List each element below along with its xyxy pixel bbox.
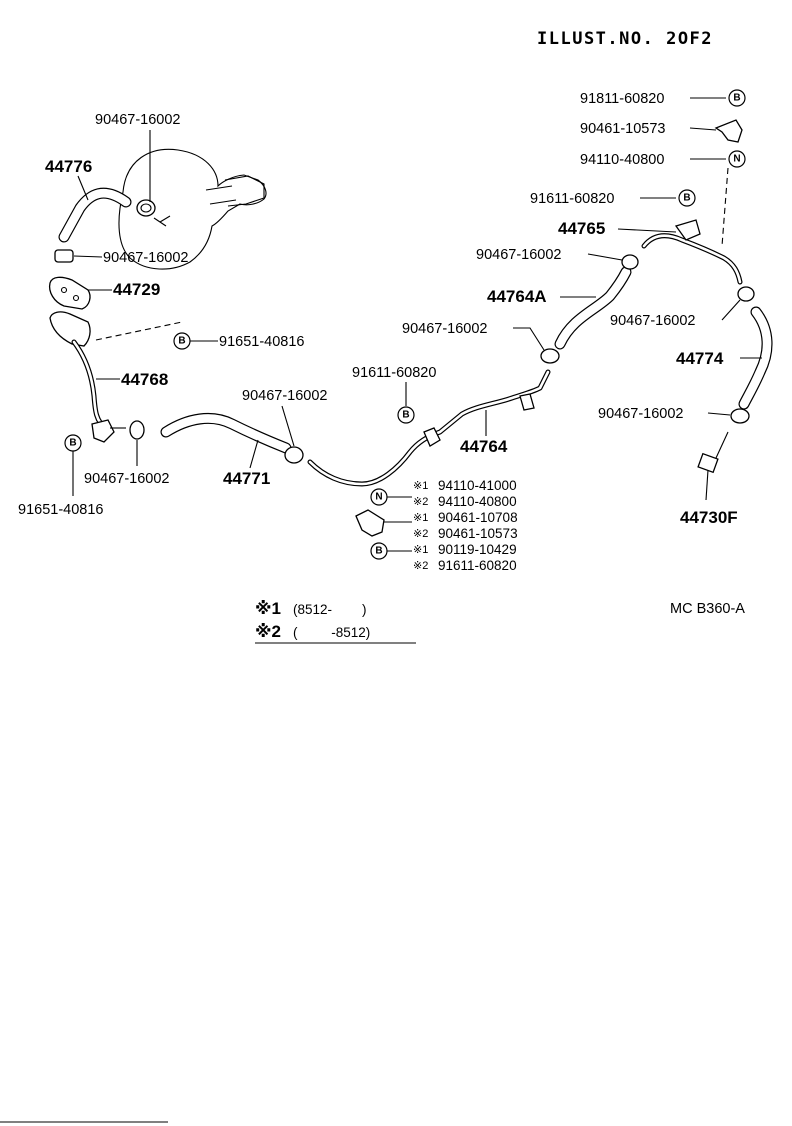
label-90461-10573: 90461-10573	[580, 121, 665, 137]
clamp-lower-left	[54, 249, 74, 263]
leader	[73, 255, 103, 258]
hose-44774	[738, 306, 773, 410]
label-44774: 44774	[676, 349, 724, 368]
label-91651-40816-a: 91651-40816	[219, 334, 304, 350]
hose-44776	[58, 187, 132, 243]
assembly-line-right	[721, 167, 729, 247]
label-44776: 44776	[45, 157, 92, 176]
label-91651-40816-b: 91651-40816	[18, 502, 103, 518]
leader	[721, 299, 741, 321]
svg-text:B: B	[375, 546, 382, 557]
svg-text:B: B	[402, 410, 409, 421]
variant-90461-10573: 90461-10573	[438, 526, 518, 541]
svg-text:B: B	[69, 438, 76, 449]
hose-44771	[160, 413, 292, 454]
bolt-symbol: B	[370, 542, 388, 560]
variant-mark-2: ※2	[413, 528, 428, 540]
clamp-44774-bottom	[730, 408, 750, 424]
variant-mark-1: ※1	[413, 480, 428, 492]
clip-90461-top	[714, 119, 743, 143]
svg-text:B: B	[733, 93, 740, 104]
label-90467-16002-d: 90467-16002	[598, 406, 683, 422]
clamp-44774-top	[737, 286, 755, 302]
label-91811-60820: 91811-60820	[580, 91, 664, 107]
bolt-symbol: B	[678, 189, 696, 207]
legend-text-2: ( -8512)	[293, 625, 370, 640]
bolt-symbol: B	[173, 332, 191, 350]
svg-text:B: B	[178, 336, 185, 347]
leader	[513, 327, 545, 351]
valve-44730F	[697, 431, 729, 501]
variant-mark-2: ※2	[413, 560, 428, 572]
bracket-44729	[48, 276, 91, 310]
legend-mark-1: ※1	[255, 599, 281, 618]
diagram-code: MC B360-A	[670, 601, 745, 617]
legend: ※1 (8512- ) ※2 ( -8512)	[255, 599, 416, 644]
variant-90119-10429: 90119-10429	[438, 542, 517, 557]
leader	[689, 127, 717, 131]
legend-text-1: (8512- )	[293, 602, 367, 617]
assembly-line-left	[95, 321, 183, 341]
label-91611-60820-center: 91611-60820	[352, 365, 436, 381]
label-90467-16002-a: 90467-16002	[476, 247, 561, 263]
vacuum-tank-drawing	[118, 148, 267, 270]
label-44768: 44768	[121, 370, 168, 389]
hose-44764A	[554, 266, 632, 350]
leader	[587, 253, 623, 261]
pipe-44768	[49, 311, 126, 443]
clip-symbol	[355, 509, 385, 537]
clamp-44771	[284, 446, 304, 464]
label-90467-16002-g: 90467-16002	[242, 388, 327, 404]
label-44764: 44764	[460, 437, 508, 456]
bolt-symbol: B	[728, 89, 746, 107]
nut-symbol: N	[370, 488, 388, 506]
clamp-44768	[129, 420, 145, 440]
bolt-symbol: B	[64, 434, 82, 452]
pipe-44765	[641, 219, 743, 285]
leader	[77, 175, 89, 201]
variant-table: ※1 94110-41000 N ※2 94110-40800 ※1 90461…	[355, 478, 518, 573]
svg-text:N: N	[375, 492, 382, 503]
label-90467-16002-f: 90467-16002	[84, 471, 169, 487]
illustration-number: ILLUST.NO. 2OF2	[537, 29, 713, 49]
nut-symbol: N	[728, 150, 746, 168]
svg-text:B: B	[683, 193, 690, 204]
bolt-symbol: B	[397, 406, 415, 424]
pipe-44764	[307, 369, 551, 487]
label-44730F: 44730F	[680, 508, 738, 527]
leader	[707, 412, 731, 416]
leader	[281, 405, 295, 447]
label-90467-16002-top-left: 90467-16002	[95, 112, 180, 128]
clamp-tank	[136, 199, 156, 217]
svg-text:N: N	[733, 154, 740, 165]
label-91611-60820-mid: 91611-60820	[530, 191, 614, 207]
clamp-44764A-bottom	[540, 348, 560, 364]
variant-94110-41000: 94110-41000	[438, 478, 517, 493]
label-44771: 44771	[223, 469, 270, 488]
label-90467-16002-b: 90467-16002	[402, 321, 487, 337]
label-94110-40800: 94110-40800	[580, 152, 664, 168]
label-44764A: 44764A	[487, 287, 547, 306]
variant-91611-60820: 91611-60820	[438, 558, 517, 573]
label-44765: 44765	[558, 219, 605, 238]
variant-mark-2: ※2	[413, 496, 428, 508]
leader	[249, 439, 259, 469]
variant-mark-1: ※1	[413, 544, 428, 556]
variant-94110-40800: 94110-40800	[438, 494, 517, 509]
label-90467-16002-c: 90467-16002	[610, 313, 695, 329]
leader	[617, 228, 677, 233]
label-90467-16002-e: 90467-16002	[103, 250, 188, 266]
legend-mark-2: ※2	[255, 622, 281, 641]
label-44729: 44729	[113, 280, 160, 299]
variant-90461-10708: 90461-10708	[438, 510, 518, 525]
variant-mark-1: ※1	[413, 512, 428, 524]
clamp-44764A-top	[621, 254, 639, 270]
